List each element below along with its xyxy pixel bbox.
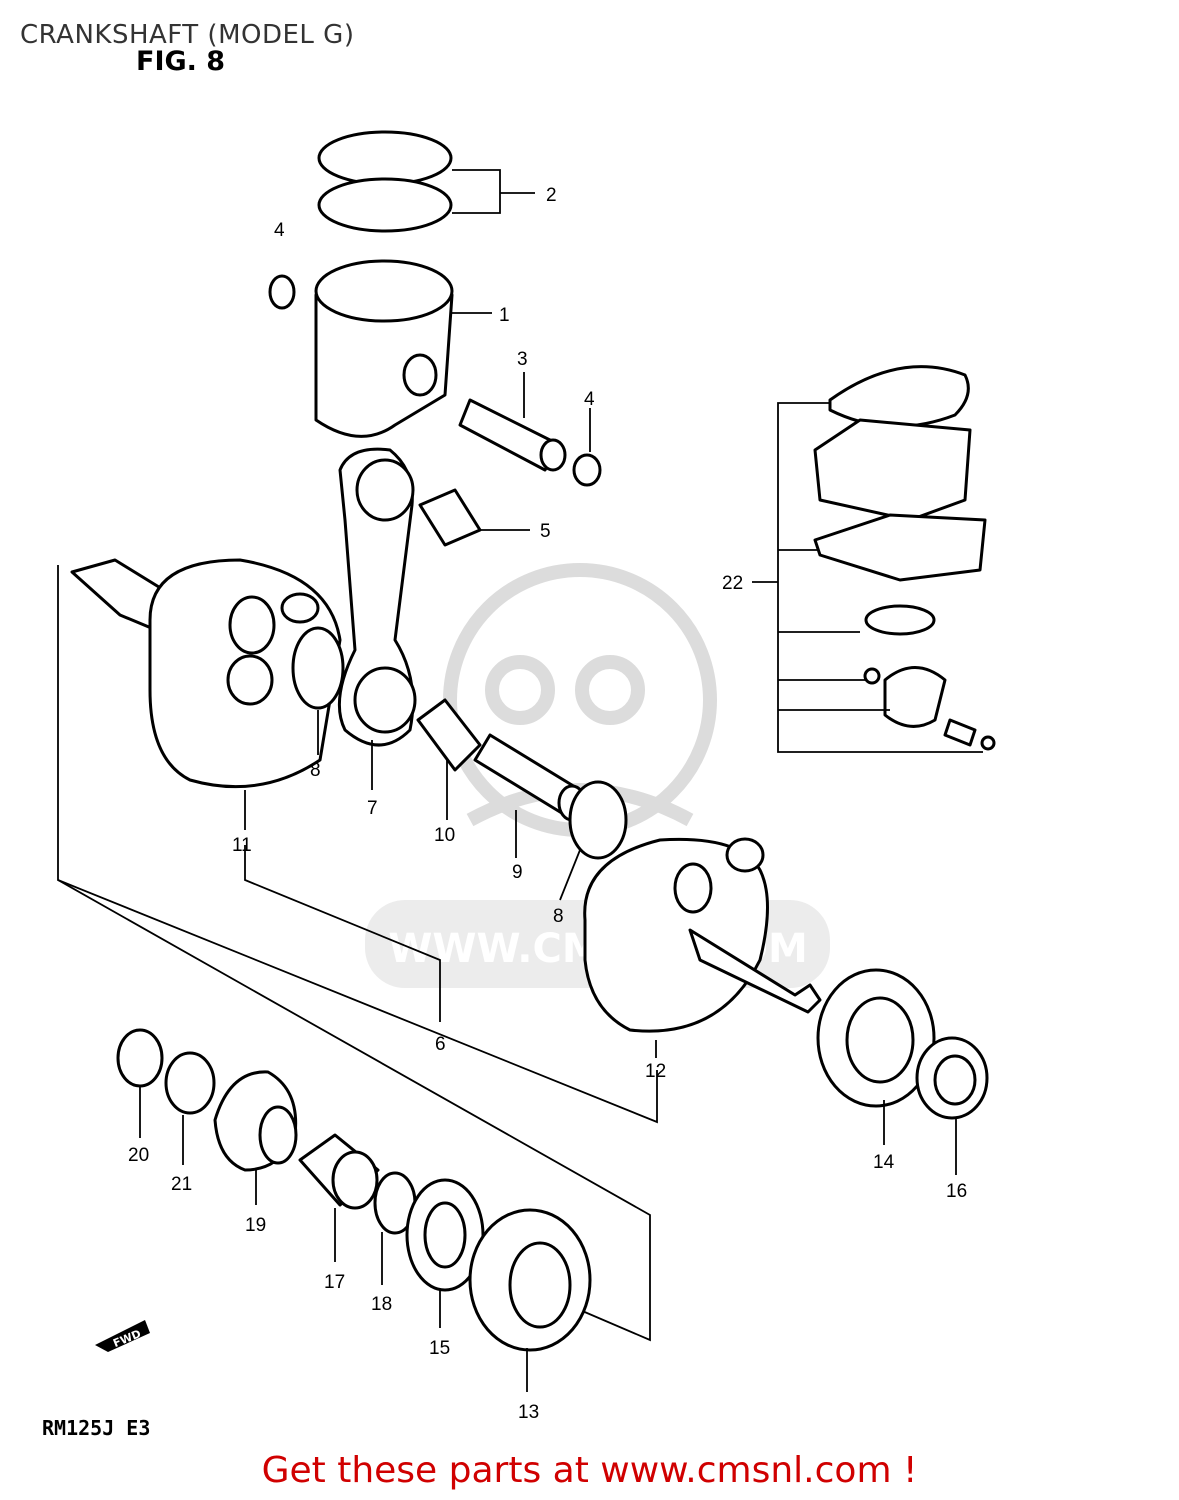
part-label-12: 12 bbox=[645, 1061, 666, 1082]
part-label-19: 19 bbox=[245, 1215, 266, 1236]
part-label-22: 22 bbox=[722, 573, 743, 594]
main-bearing-right bbox=[816, 968, 936, 1108]
part-label-8b: 8 bbox=[553, 906, 564, 927]
part-label-17: 17 bbox=[324, 1272, 345, 1293]
part-label-15: 15 bbox=[429, 1338, 450, 1359]
part-label-4b: 4 bbox=[584, 389, 595, 410]
part-label-5: 5 bbox=[540, 521, 551, 542]
part-label-9: 9 bbox=[512, 862, 523, 883]
part-label-8a: 8 bbox=[310, 760, 321, 781]
connecting-rod bbox=[337, 447, 417, 747]
part-label-18: 18 bbox=[371, 1294, 392, 1315]
piston-pin bbox=[458, 398, 567, 472]
small-end-bearing bbox=[418, 488, 482, 547]
piston bbox=[314, 259, 454, 438]
model-code: RM125J E3 bbox=[42, 1416, 151, 1440]
part-label-13: 13 bbox=[518, 1402, 539, 1423]
part-label-2: 2 bbox=[546, 185, 557, 206]
main-bearing-left bbox=[468, 1208, 592, 1352]
part-label-16: 16 bbox=[946, 1181, 967, 1202]
page-title: CRANKSHAFT (MODEL G) bbox=[20, 20, 355, 50]
part-label-21: 21 bbox=[171, 1174, 192, 1195]
top-end-kit bbox=[813, 365, 996, 751]
fwd-label: FWD bbox=[111, 1327, 143, 1350]
big-end-bearing bbox=[416, 698, 482, 772]
primary-drive-gear bbox=[213, 1070, 298, 1172]
fwd-arrow-icon: FWD bbox=[95, 1320, 150, 1352]
piston-rings bbox=[317, 130, 453, 233]
part-label-10: 10 bbox=[434, 825, 455, 846]
part-label-3: 3 bbox=[517, 349, 528, 370]
crank-half-left bbox=[70, 558, 342, 789]
part-label-1: 1 bbox=[499, 305, 510, 326]
footer-link-text[interactable]: Get these parts at www.cmsnl.com ! bbox=[261, 1450, 918, 1491]
part-label-14: 14 bbox=[873, 1152, 895, 1173]
crank-half-right bbox=[583, 837, 822, 1033]
part-label-6: 6 bbox=[435, 1034, 446, 1055]
part-label-4a: 4 bbox=[274, 220, 285, 241]
part-label-11: 11 bbox=[232, 835, 252, 856]
figure-number: FIG. 8 bbox=[136, 46, 226, 77]
part-label-7: 7 bbox=[367, 798, 378, 819]
part-label-20: 20 bbox=[128, 1145, 149, 1166]
